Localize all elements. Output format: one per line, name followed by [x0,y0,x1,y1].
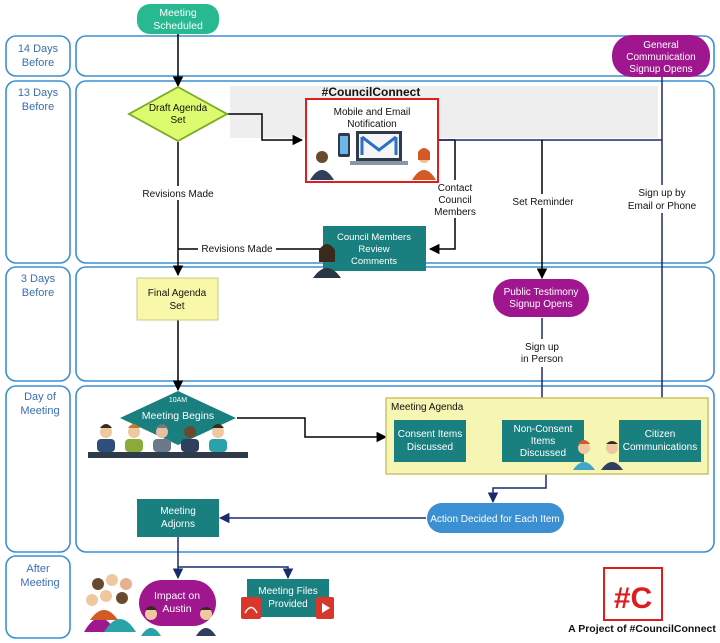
man-avatar-icon [310,151,334,180]
phase-label-line2: Before [22,287,54,299]
lane-3-days: 3 Days Before [5,266,715,382]
video-icon [316,597,334,619]
svg-text:General: General [643,40,679,51]
svg-text:Austin: Austin [162,603,191,615]
svg-text:Meeting: Meeting [159,7,197,19]
svg-text:Mobile and Email: Mobile and Email [334,107,411,118]
phase-label-line1: After [26,563,50,575]
notification-band [230,86,658,138]
svg-text:Meeting Begins: Meeting Begins [142,410,214,422]
svg-text:Council Members: Council Members [337,232,411,243]
node-public-testimony: Public Testimony Signup Opens [493,279,589,317]
meeting-time: 10AM [169,397,187,404]
lane-14-days: 14 Days Before [5,35,715,77]
node-notification: Mobile and Email Notification [305,98,439,183]
svg-text:Revisions Made: Revisions Made [201,244,273,255]
phase-label-line2: Before [22,101,54,113]
node-citizen-communications: Citizen Communications [619,420,701,462]
meeting-agenda-title: Meeting Agenda [391,402,464,413]
edge-label-revisions-2: Revisions Made [198,242,276,256]
citizens-illustration [141,606,216,636]
svg-text:Meeting Files: Meeting Files [258,586,317,597]
edge-label-set-reminder: Set Reminder [510,194,576,208]
svg-text:Signup Opens: Signup Opens [629,64,692,75]
svg-text:Provided: Provided [268,599,307,610]
svg-text:Sign up: Sign up [525,342,559,353]
svg-text:Sign up by: Sign up by [638,188,685,199]
edge-label-revisions-1: Revisions Made [138,186,218,200]
svg-text:Discussed: Discussed [520,448,566,459]
svg-text:Members: Members [434,207,476,218]
logo-text: #C [614,582,652,615]
svg-text:Communications: Communications [623,442,697,453]
node-draft-agenda: Draft Agenda Set [127,85,229,143]
svg-text:Discussed: Discussed [407,442,453,453]
svg-text:Impact on: Impact on [154,590,200,602]
node-meeting-begins: 10AM Meeting Begins [120,391,236,445]
node-council-review: Council Members Review Comments [323,226,426,271]
node-meeting-adjorns: Meeting Adjorns [137,499,219,537]
node-impact-austin: Impact on Austin [139,580,216,626]
council-connect-logo: #C [603,567,663,621]
svg-text:Review: Review [358,244,389,255]
pdf-icon [241,597,261,619]
svg-text:Citizen: Citizen [645,429,676,440]
phase-label-line1: 13 Days [18,87,59,99]
laptop-mail-icon [350,131,408,165]
edge-label-sign-up-email: Sign up by Email or Phone [622,185,702,213]
woman-avatar-icon [313,244,341,278]
svg-text:Signup Opens: Signup Opens [509,299,572,310]
node-meeting-scheduled: Meeting Scheduled [137,4,219,34]
svg-text:Action Decided for Each Item: Action Decided for Each Item [430,514,560,525]
svg-text:Adjorns: Adjorns [161,519,195,530]
arrow-adjorns-to-files [178,566,294,580]
phase-label-line2: Meeting [20,577,59,589]
phase-label-line2: Meeting [20,405,59,417]
arrow-draft-to-notification [222,113,304,146]
edge-label-sign-up-person: Sign up in Person [514,339,570,367]
svg-text:Scheduled: Scheduled [153,20,203,32]
phase-label-line2: Before [22,57,54,69]
logo-caption: A Project of #CouncilConnect [568,623,716,635]
node-non-consent-items: Non-Consent Items Discussed [502,420,584,462]
svg-text:Non-Consent: Non-Consent [514,424,573,435]
phase-label-line1: Day of [24,391,57,403]
node-final-agenda: Final Agenda Set [136,277,219,321]
svg-text:Email or Phone: Email or Phone [628,201,697,212]
node-general-signup: General Communication Signup Opens [612,35,710,77]
council-members-illustration [88,424,248,458]
node-action-decided: Action Decided for Each Item [427,503,564,533]
phone-icon [338,133,350,157]
crowd-illustration [84,574,136,632]
svg-text:Public Testimony: Public Testimony [504,287,579,298]
svg-text:Final Agenda: Final Agenda [148,288,207,299]
svg-text:Meeting: Meeting [160,506,196,517]
node-consent-items: Consent Items Discussed [394,420,466,462]
svg-text:Items: Items [531,436,555,447]
svg-text:Contact: Contact [438,183,473,194]
svg-text:Set Reminder: Set Reminder [512,197,574,208]
citizens-illustration [573,440,623,470]
arrow-agenda-to-action [487,474,547,504]
svg-text:Notification: Notification [347,119,396,130]
connectors [172,34,668,580]
svg-text:Draft Agenda: Draft Agenda [149,103,208,114]
phase-label-line1: 14 Days [18,43,59,55]
arrow-begins-to-agenda [237,417,388,443]
lane-after: After Meeting [5,555,71,639]
svg-text:Revisions Made: Revisions Made [142,189,214,200]
svg-text:Communication: Communication [626,52,695,63]
woman-avatar-icon [412,148,436,180]
svg-text:Council: Council [438,195,471,206]
svg-text:Set: Set [169,301,184,312]
svg-text:Comments: Comments [351,256,397,267]
svg-text:Set: Set [170,115,185,126]
edge-label-contact: Contact Council Members [430,180,480,218]
svg-text:Consent Items: Consent Items [398,429,462,440]
council-connect-title: #CouncilConnect [322,85,421,99]
svg-text:in Person: in Person [521,354,563,365]
phase-label-line1: 3 Days [21,273,56,285]
